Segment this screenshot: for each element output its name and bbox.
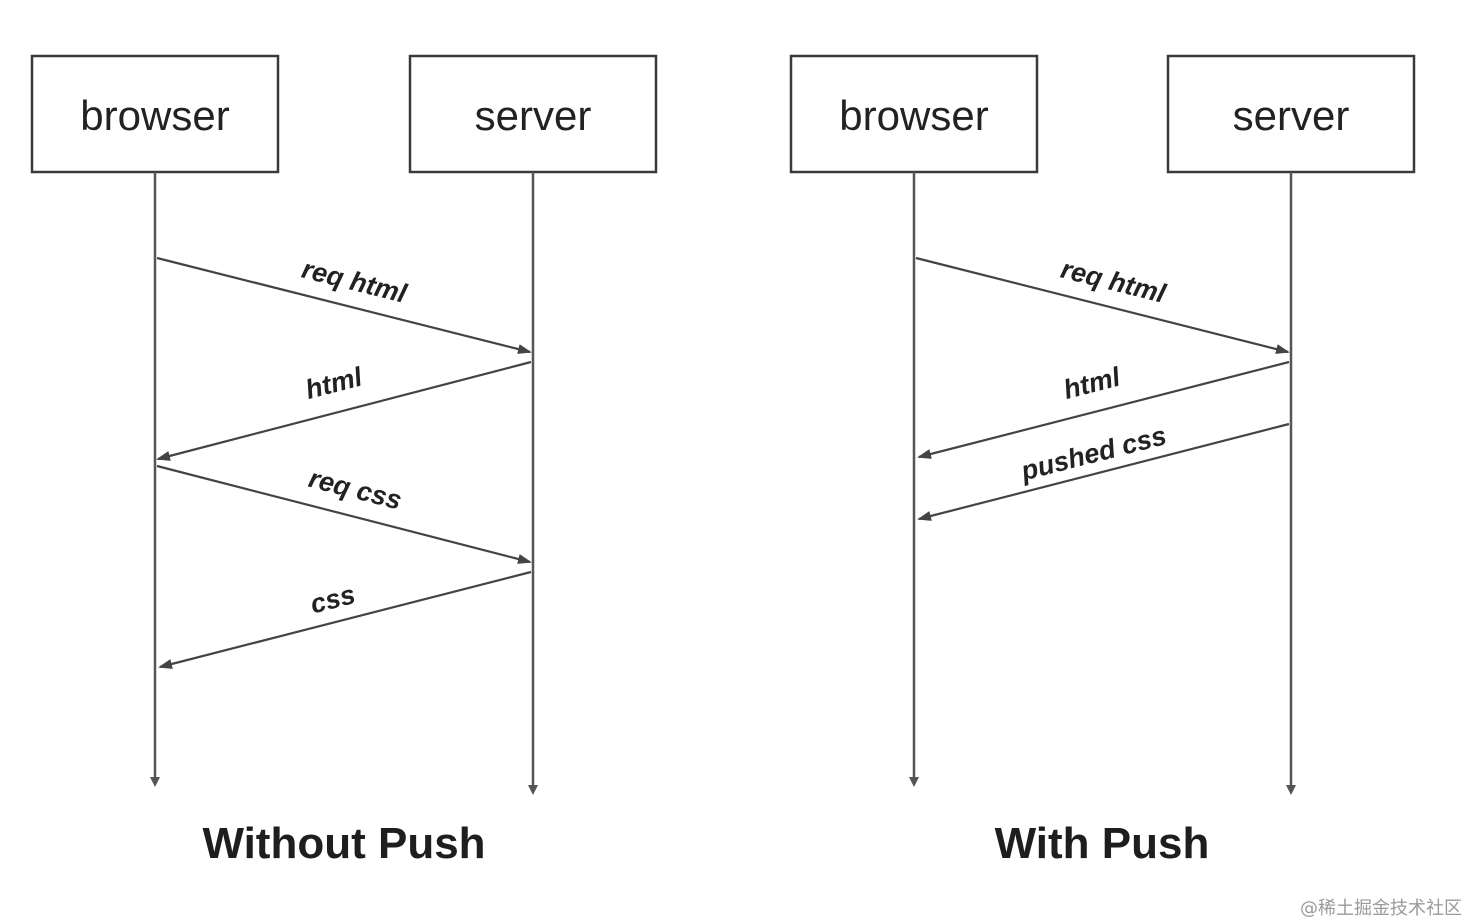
diagram-with-push: browser server req html html pushed css … [789, 54, 1416, 868]
participant-server-box: server [1166, 54, 1416, 174]
message-label-html: html [302, 361, 365, 405]
diagram-caption-with-push: With Push [995, 819, 1210, 868]
message-arrow-html [156, 360, 532, 461]
message-arrow-html [917, 360, 1290, 459]
message-label-css: css [307, 579, 358, 619]
participant-browser-box: browser [30, 54, 280, 174]
message-arrow-req-css [156, 464, 532, 564]
watermark-text: @稀土掘金技术社区 [1300, 898, 1462, 919]
message-label-req-html: req html [299, 254, 410, 309]
message-label-html: html [1060, 362, 1123, 405]
message-arrow-pushed-css [917, 422, 1290, 521]
participant-server-box: server [408, 54, 658, 174]
participant-browser-label: browser [80, 92, 229, 139]
participant-browser-box: browser [789, 54, 1039, 174]
participant-server-label: server [1233, 92, 1350, 139]
participant-browser-label: browser [839, 92, 988, 139]
participant-server-label: server [475, 92, 592, 139]
message-arrow-css [158, 570, 532, 669]
diagram-without-push: browser server req html html req css css… [30, 54, 658, 868]
diagram-caption-without-push: Without Push [202, 819, 485, 868]
message-arrow-req-html [156, 256, 532, 354]
message-label-pushed-css: pushed css [1017, 420, 1169, 486]
message-label-req-html: req html [1058, 254, 1169, 309]
message-arrow-req-html [915, 256, 1290, 354]
